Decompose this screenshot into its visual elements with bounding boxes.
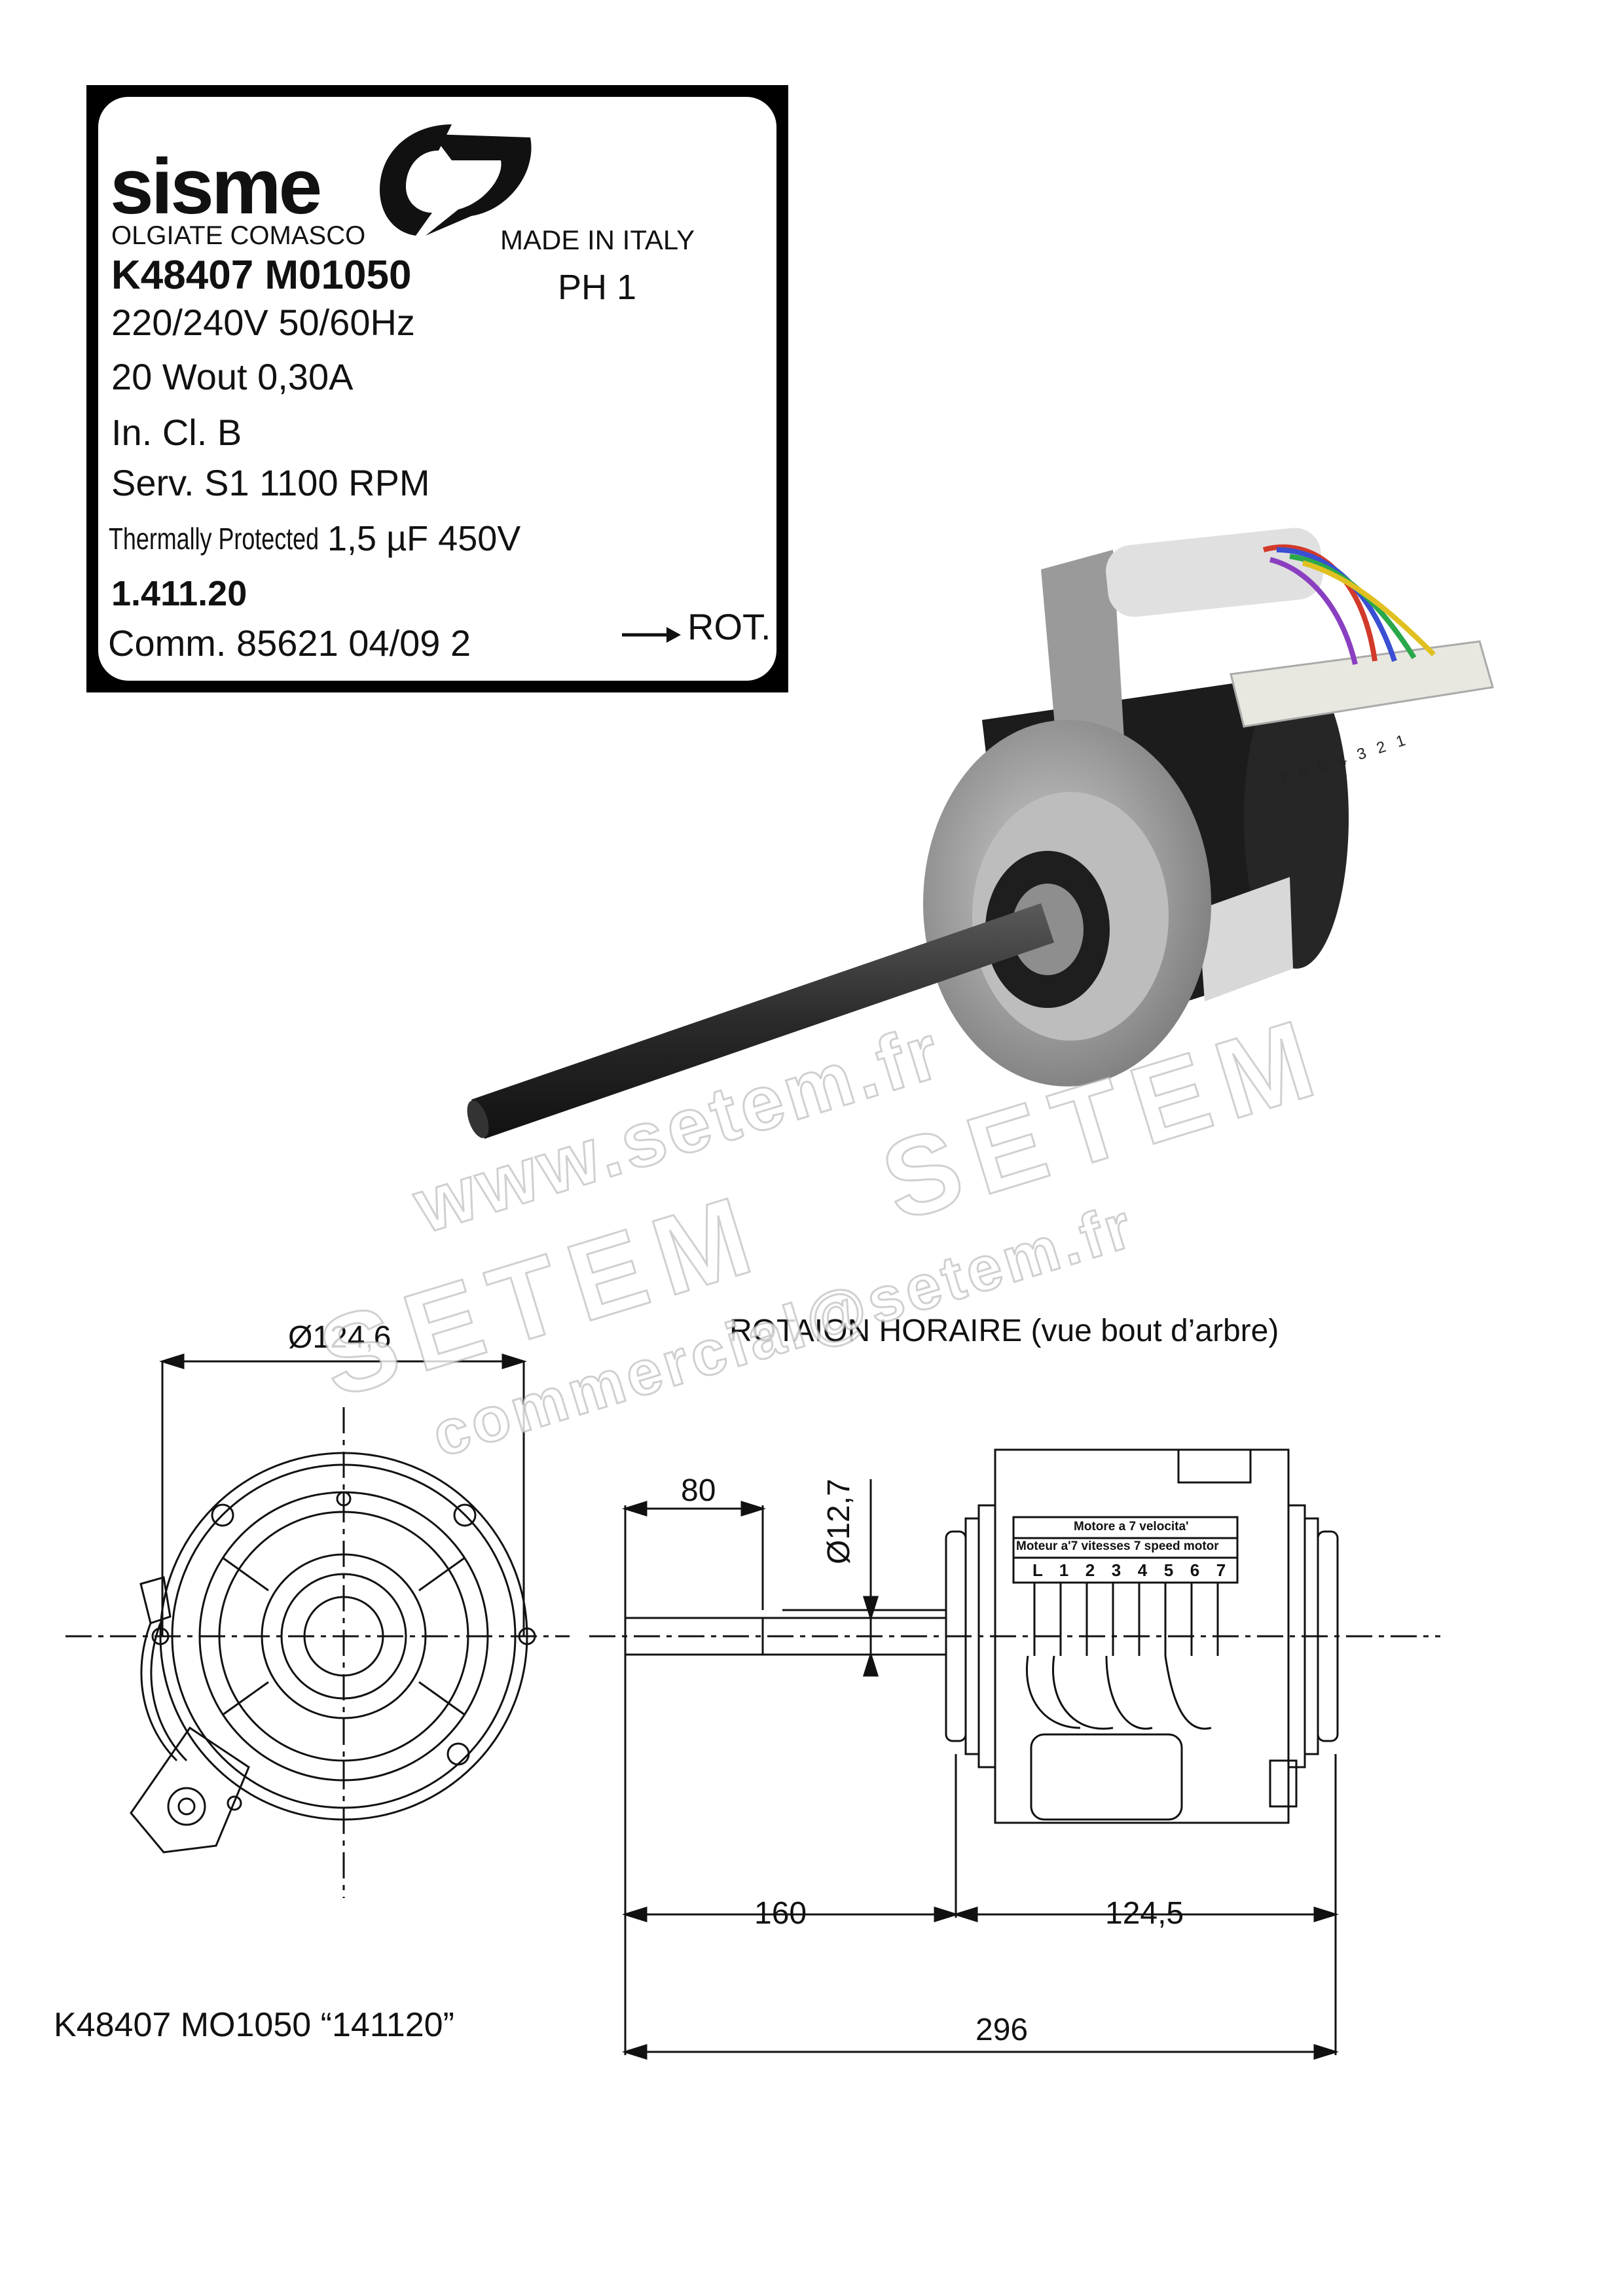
- made-in: MADE IN ITALY: [500, 224, 695, 255]
- outer-diameter-dimension: Ø124,6: [288, 1320, 392, 1355]
- brand-name: sisme: [110, 143, 322, 230]
- voltage-frequency: 220/240V 50/60Hz: [111, 302, 415, 343]
- terminal-block: [1230, 640, 1494, 728]
- rotation-label: ROT.: [687, 606, 771, 647]
- terminal-block-title-1: Motore a 7 velocita': [1074, 1520, 1189, 1534]
- terminal-label: 6: [1190, 1560, 1200, 1580]
- terminal-label-row: L 1 2 3 4 5 6 7: [1025, 1560, 1234, 1581]
- part-reference: K48407 MO1050 “141120”: [54, 2006, 454, 2044]
- manufacturer-city: OLGIATE COMASCO: [111, 221, 366, 250]
- order-number: Comm. 85621 04/09 2: [108, 622, 471, 664]
- body-length-dimension: 124,5: [1105, 1896, 1184, 1931]
- insulation-class: In. Cl. B: [111, 412, 242, 453]
- arrow-right-icon: [622, 627, 681, 643]
- shaft-diameter-dimension: Ø12,7: [822, 1479, 856, 1564]
- sisme-logo: [380, 124, 532, 236]
- service-speed: Serv. S1 1100 RPM: [111, 462, 430, 503]
- terminal-label: 4: [1137, 1560, 1148, 1580]
- terminal-label: L: [1032, 1560, 1043, 1580]
- motor-shaft: [471, 903, 1054, 1139]
- motor-photo: [467, 528, 1494, 1139]
- product-code: 1.411.20: [111, 574, 247, 613]
- terminal-label: 3: [1111, 1560, 1122, 1580]
- capacitor-rating: 1,5 µF 450V: [327, 519, 521, 558]
- thermal-protection: Thermally Protected: [109, 522, 319, 556]
- model-number: K48407 M01050: [111, 253, 412, 298]
- terminal-label: 5: [1163, 1560, 1174, 1580]
- power-current: 20 Wout 0,30A: [111, 356, 354, 397]
- terminal-label: 1: [1059, 1560, 1069, 1580]
- shaft-flat-dimension: 80: [681, 1473, 716, 1508]
- terminal-block-title-2: Moteur a'7 vitesses 7 speed motor: [1016, 1539, 1219, 1553]
- shaft-length-dimension: 160: [754, 1896, 807, 1931]
- side-view: [589, 1448, 1440, 2060]
- nameplate: [98, 97, 776, 681]
- motor-label-sticker: [1198, 877, 1293, 1001]
- end-view: [65, 1353, 570, 1898]
- terminal-label: 2: [1085, 1560, 1095, 1580]
- total-length-dimension: 296: [976, 2013, 1029, 2047]
- terminal-label: 7: [1216, 1560, 1226, 1580]
- rotation-caption: ROTAION HORAIRE (vue bout d’arbre): [729, 1314, 1279, 1348]
- terminal-pins: [1026, 1583, 1219, 1730]
- phase: PH 1: [558, 268, 637, 307]
